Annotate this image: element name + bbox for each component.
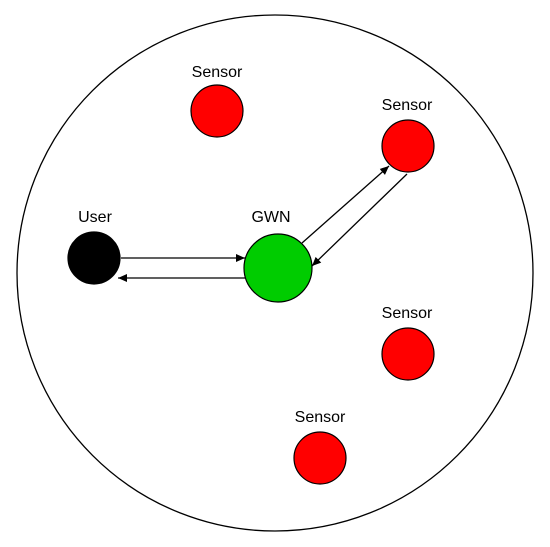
sensor-node-2: [381, 119, 435, 173]
sensor-label-3: Sensor: [382, 305, 433, 322]
arrow-gateway-to-sensor: [301, 165, 390, 244]
arrow-sensor-to-gateway: [311, 173, 408, 267]
user-node: [67, 231, 121, 285]
sensor-node-4: [293, 431, 347, 485]
sensor-node-1: [190, 84, 244, 138]
sensor-label-2: Sensor: [382, 97, 433, 114]
sensor-node-3: [381, 327, 435, 381]
sensor-label-4: Sensor: [295, 409, 346, 426]
network-boundary: [16, 14, 534, 532]
sensor-label-1: Sensor: [192, 64, 243, 81]
user-label: User: [78, 209, 112, 226]
gateway-label: GWN: [251, 209, 290, 226]
gateway-node: [243, 233, 313, 303]
